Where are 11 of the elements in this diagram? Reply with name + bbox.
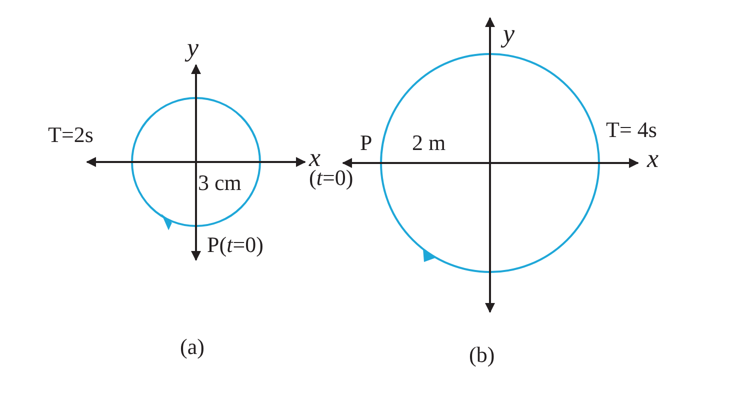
radius-label: 2 m xyxy=(412,131,446,155)
axis-label: y xyxy=(187,36,199,60)
point-label: P(t=0) xyxy=(207,233,264,257)
axis-label: x xyxy=(647,147,659,171)
period-label: T=2s xyxy=(48,123,94,147)
period-label: T= 4s xyxy=(606,118,657,142)
panel-label: (b) xyxy=(469,343,495,367)
point-label: P xyxy=(360,131,372,155)
radius-label: 3 cm xyxy=(198,171,242,195)
axis-label: y xyxy=(503,22,515,46)
panel-label: (a) xyxy=(180,335,204,359)
